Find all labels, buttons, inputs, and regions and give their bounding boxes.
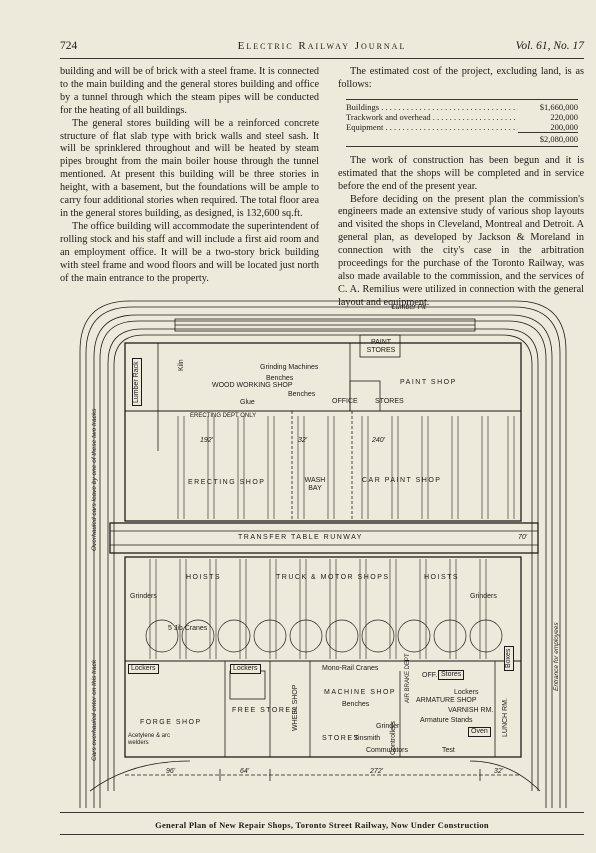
- dimension-96: 96': [166, 768, 176, 775]
- plan-lines: [79, 300, 567, 808]
- cost-label: Equipment: [346, 122, 518, 132]
- cost-label: Trackwork and overhead: [346, 112, 518, 122]
- caption-rule: [60, 812, 584, 813]
- label-lunch-rm: LUNCH RM.: [502, 698, 509, 737]
- label-acetylene-welders: Acetylene & arc welders: [128, 733, 171, 746]
- shop-plan-drawing: Lumber Pit PAINT STORES Kiln Grinding Ma…: [70, 291, 576, 808]
- label-boxes: Boxes: [504, 645, 514, 671]
- cost-table: Buildings $1,660,000 Trackwork and overh…: [346, 98, 578, 147]
- header-rule: [60, 58, 584, 59]
- cost-amount: $1,660,000: [539, 101, 578, 112]
- dimension-70: 70': [518, 534, 528, 541]
- right-column: The estimated cost of the project, exclu…: [338, 66, 584, 310]
- label-benches-lower: Benches: [342, 701, 370, 708]
- label-hoists-right: HOISTS: [424, 574, 460, 581]
- label-truck-motor-shops: TRUCK & MOTOR SHOPS: [276, 574, 390, 581]
- label-wash-bay: WASH BAY: [304, 477, 326, 492]
- label-lumber-pit: Lumber Pit: [392, 304, 426, 311]
- label-mono-rail-cranes: Mono-Rail Cranes: [322, 665, 379, 672]
- label-erecting-dept-only: ERECTING DEPT ONLY: [190, 413, 257, 419]
- dimension-64: 64': [240, 768, 250, 775]
- label-stores-lower: Stores: [438, 670, 465, 680]
- cost-amount: 200,000: [550, 121, 578, 132]
- label-overhauled-cars-leave: Overhauled cars leave by one of these tw…: [91, 408, 98, 551]
- label-grinder: Grinder: [376, 723, 400, 730]
- label-benches-top: Benches: [266, 375, 294, 382]
- label-lumber-rack: Lumber Rack: [132, 358, 142, 406]
- label-cars-enter: Cars overhauled enter on this track: [91, 659, 98, 761]
- dimension-32: 32': [298, 437, 308, 444]
- dimension-192: 192': [200, 437, 214, 444]
- caption-rule: [60, 834, 584, 835]
- label-wood-working-shop: WOOD WORKING SHOP: [212, 382, 293, 389]
- page-number: 724: [60, 40, 78, 52]
- label-stores-bottom: STORES: [322, 735, 360, 742]
- journal-title: Electric Railway Journal: [237, 40, 407, 52]
- label-office-lower: OFF.: [422, 672, 438, 679]
- label-commutators: Commutators: [366, 747, 409, 754]
- label-armature-shop: ARMATURE SHOP: [416, 697, 477, 704]
- paragraph: The work of construction has been begun …: [338, 154, 584, 192]
- label-paint-shop: PAINT SHOP: [400, 379, 457, 386]
- volume-info: Vol. 61, No. 17: [515, 40, 584, 52]
- cost-row: Buildings $1,660,000: [346, 102, 578, 112]
- label-hoists-left: HOISTS: [186, 574, 222, 581]
- cost-row: Trackwork and overhead 220,000: [346, 112, 578, 122]
- label-jib-cranes: 5 Jib Cranes: [168, 625, 208, 632]
- dimension-240: 240': [372, 437, 386, 444]
- cost-row: Equipment 200,000: [346, 122, 578, 132]
- cost-amount: 220,000: [550, 111, 578, 122]
- label-benches-mid: Benches: [288, 391, 316, 398]
- label-wheel-shop: WHEEL SHOP: [292, 684, 299, 731]
- label-lockers-left: Lockers: [128, 664, 159, 674]
- label-entrance-employees: Entrance for employees: [553, 622, 560, 691]
- cost-label: Buildings: [346, 102, 518, 112]
- label-paint-stores: PAINT STORES: [366, 339, 396, 354]
- label-varnish-rm: VARNISH RM.: [448, 707, 494, 714]
- label-free-stores: FREE STORES: [232, 707, 298, 714]
- cost-total: $2,080,000: [518, 131, 578, 144]
- label-grinding-machines: Grinding Machines: [260, 364, 319, 371]
- page-header: 724 Electric Railway Journal Vol. 61, No…: [60, 40, 584, 56]
- label-lockers-right: Lockers: [454, 689, 479, 696]
- paragraph: Before deciding on the present plan the …: [338, 193, 584, 308]
- label-machine-shop: MACHINE SHOP: [324, 689, 397, 696]
- label-oven: Oven: [468, 727, 491, 737]
- paragraph: building and will be of brick with a ste…: [60, 66, 319, 116]
- dimension-272: 272': [370, 768, 384, 775]
- left-column: building and will be of brick with a ste…: [60, 66, 319, 285]
- label-armature-stands: Armature Stands: [420, 717, 473, 724]
- label-test: Test: [442, 747, 455, 754]
- paragraph: The estimated cost of the project, exclu…: [338, 66, 584, 90]
- label-transfer-table-runway: TRANSFER TABLE RUNWAY: [238, 534, 363, 541]
- label-grinders-right: Grinders: [470, 593, 497, 600]
- label-grinders-left: Grinders: [130, 593, 157, 600]
- label-glue: Glue: [240, 399, 255, 406]
- label-air-brake-dept: AIR BRAKE DEPT: [405, 653, 411, 703]
- paragraph: The office building will accommodate the…: [60, 220, 319, 284]
- label-stores: STORES: [375, 398, 404, 405]
- label-forge-shop: FORGE SHOP: [140, 719, 202, 726]
- figure-caption: General Plan of New Repair Shops, Toront…: [155, 820, 489, 830]
- label-office: OFFICE: [332, 398, 358, 405]
- paragraph: The general stores building will be a re…: [60, 117, 319, 219]
- label-lockers-mid: Lockers: [230, 664, 261, 674]
- label-erecting-shop: ERECTING SHOP: [188, 479, 266, 486]
- label-tinsmith: Tinsmith: [354, 735, 381, 742]
- label-kiln: Kiln: [178, 359, 185, 371]
- dimension-32-lower: 32': [494, 768, 504, 775]
- label-car-paint-shop: CAR PAINT SHOP: [362, 477, 442, 484]
